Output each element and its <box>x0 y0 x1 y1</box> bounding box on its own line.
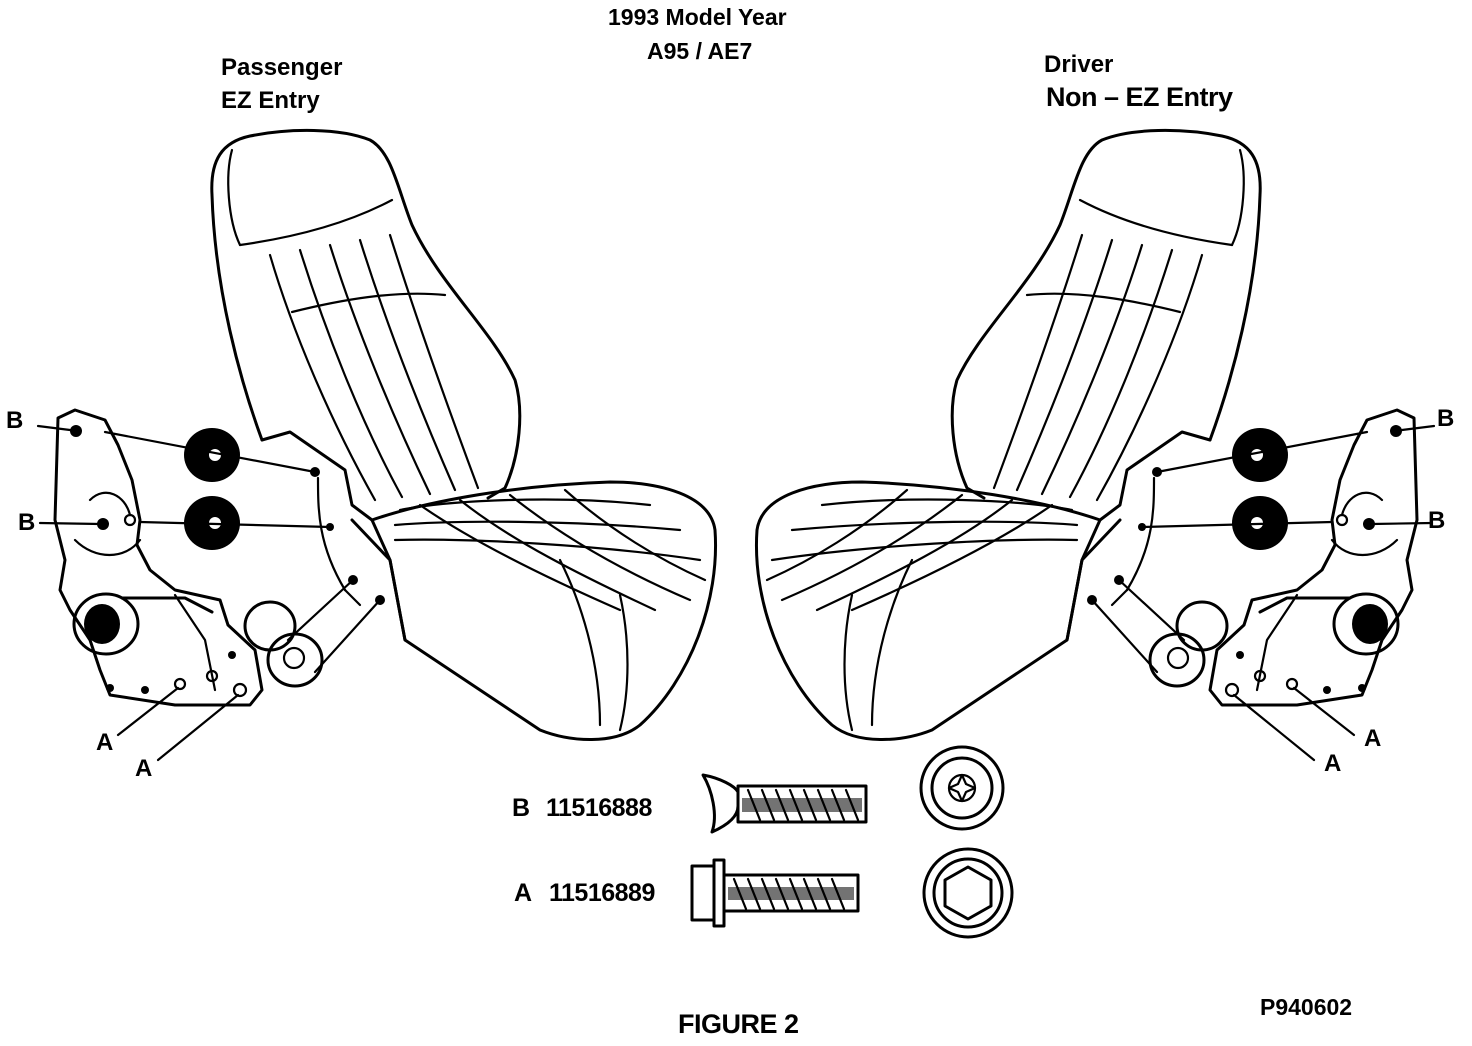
driver-seat-illustration <box>754 128 1436 762</box>
part-b-letter: B <box>512 794 530 822</box>
model-year-label: 1993 Model Year <box>608 4 787 30</box>
callout-b-passenger-lower: B <box>18 509 36 536</box>
bolt-a-illustration <box>690 858 860 928</box>
passenger-entry-label: EZ Entry <box>221 87 320 114</box>
callout-a-driver-upper: A <box>1364 725 1382 752</box>
callout-a-passenger-lower: A <box>135 755 153 782</box>
bolt-b-illustration <box>701 773 868 834</box>
callout-b-passenger-upper: B <box>6 407 24 434</box>
driver-label: Driver <box>1044 51 1114 78</box>
driver-entry-label: Non – EZ Entry <box>1046 82 1233 112</box>
callout-b-driver-lower: B <box>1428 507 1446 534</box>
callout-a-driver-lower: A <box>1324 750 1342 777</box>
part-b-number: 11516888 <box>546 794 652 822</box>
figure-label: FIGURE 2 <box>678 1009 799 1039</box>
hex-head-end-view <box>922 847 1014 939</box>
passenger-label: Passenger <box>221 54 343 81</box>
passenger-seat-illustration <box>36 128 718 762</box>
callout-a-passenger-upper: A <box>96 729 114 756</box>
torx-head-end-view <box>919 745 1005 831</box>
part-a-letter: A <box>514 879 532 907</box>
option-codes-label: A95 / AE7 <box>647 38 753 64</box>
figure-code: P940602 <box>1260 994 1353 1020</box>
callout-b-driver-upper: B <box>1437 405 1455 432</box>
part-a-number: 11516889 <box>549 879 655 907</box>
